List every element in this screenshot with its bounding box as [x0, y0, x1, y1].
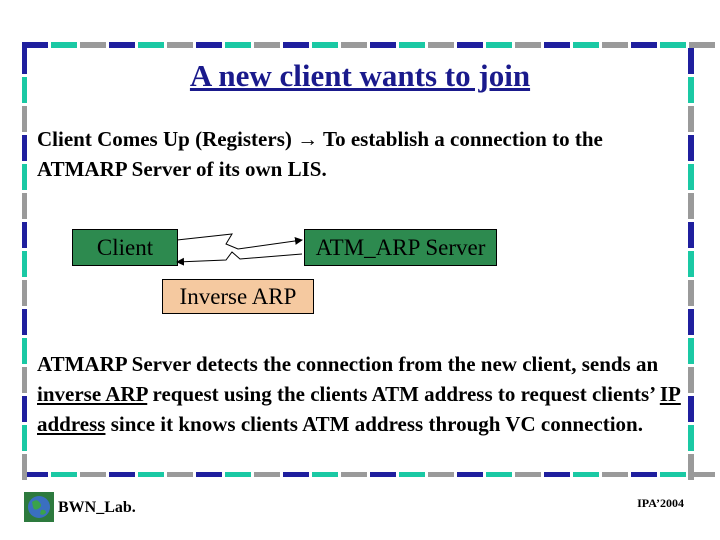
- border-segment: [457, 472, 483, 477]
- border-segment: [688, 367, 694, 393]
- border-segment: [22, 42, 48, 48]
- border-segment: [688, 338, 694, 364]
- border-segment: [457, 42, 483, 48]
- arrow-client-to-server: [176, 233, 303, 250]
- conference-label: IPA’2004: [637, 496, 684, 510]
- border-segment: [254, 42, 280, 48]
- border-segment: [80, 472, 106, 477]
- border-segment: [22, 135, 27, 161]
- border-segment: [22, 396, 27, 422]
- atm-arp-server-box: ATM_ARP Server: [304, 229, 497, 266]
- border-segment: [689, 472, 715, 477]
- border-segment: [22, 251, 27, 277]
- ip-address-term: IP address: [37, 382, 681, 436]
- client-box: Client: [72, 229, 178, 266]
- border-segment: [486, 472, 512, 477]
- border-segment: [80, 42, 106, 48]
- border-segment: [22, 338, 27, 364]
- border-segment: [341, 42, 367, 48]
- globe-logo-icon: [24, 492, 54, 522]
- border-segment: [22, 425, 27, 451]
- border-segment: [428, 472, 454, 477]
- intro-paragraph: Client Comes Up (Registers) → To establi…: [37, 124, 687, 184]
- border-segment: [196, 472, 222, 477]
- border-segment: [573, 42, 599, 48]
- border-segment: [22, 454, 27, 480]
- border-segment: [22, 309, 27, 335]
- border-segment: [688, 164, 694, 190]
- border-segment: [688, 280, 694, 306]
- border-segment: [225, 472, 251, 477]
- border-segment: [138, 472, 164, 477]
- border-segment: [370, 472, 396, 477]
- body-text-2: request using the clients ATM address to…: [147, 382, 660, 406]
- border-segment: [370, 42, 396, 48]
- border-segment: [22, 106, 27, 132]
- border-segment: [486, 42, 512, 48]
- border-segment: [688, 106, 694, 132]
- border-segment: [312, 472, 338, 477]
- border-segment: [573, 472, 599, 477]
- border-segment: [660, 42, 686, 48]
- border-segment: [688, 425, 694, 451]
- border-segment: [399, 472, 425, 477]
- border-segment: [22, 472, 48, 477]
- border-segment: [22, 164, 27, 190]
- inverse-arp-term: inverse ARP: [37, 382, 148, 406]
- border-segment: [688, 193, 694, 219]
- border-segment: [602, 472, 628, 477]
- border-segment: [225, 42, 251, 48]
- border-segment: [167, 472, 193, 477]
- border-segment: [22, 193, 27, 219]
- border-segment: [341, 472, 367, 477]
- border-segment: [688, 309, 694, 335]
- border-segment: [51, 42, 77, 48]
- border-segment: [109, 472, 135, 477]
- arrow-icon: →: [297, 127, 319, 151]
- border-segment: [22, 77, 27, 103]
- border-segment: [167, 42, 193, 48]
- slide-title: A new client wants to join: [189, 58, 531, 93]
- border-segment: [515, 42, 541, 48]
- border-segment: [51, 472, 77, 477]
- border-segment: [22, 367, 27, 393]
- border-segment: [688, 251, 694, 277]
- border-segment: [688, 48, 694, 74]
- lab-label: BWN_Lab.: [58, 499, 136, 516]
- border-segment: [109, 42, 135, 48]
- border-segment: [688, 222, 694, 248]
- border-segment: [283, 472, 309, 477]
- border-segment: [138, 42, 164, 48]
- border-segment: [283, 42, 309, 48]
- border-segment: [544, 472, 570, 477]
- body-paragraph: ATMARP Server detects the connection fro…: [37, 349, 697, 439]
- border-segment: [515, 472, 541, 477]
- border-segment: [399, 42, 425, 48]
- body-text-3: since it knows clients ATM address throu…: [105, 412, 643, 436]
- border-segment: [688, 77, 694, 103]
- border-segment: [660, 472, 686, 477]
- border-segment: [428, 42, 454, 48]
- border-segment: [22, 222, 27, 248]
- inverse-arp-box: Inverse ARP: [162, 279, 314, 314]
- border-segment: [688, 135, 694, 161]
- arrow-server-to-client: [176, 251, 303, 266]
- intro-text-2: To establish a connection to the ATMARP …: [37, 127, 603, 181]
- border-segment: [544, 42, 570, 48]
- border-segment: [631, 42, 657, 48]
- border-segment: [688, 454, 694, 480]
- body-text-1: ATMARP Server detects the connection fro…: [37, 352, 659, 376]
- intro-text-1: Client Comes Up (Registers): [37, 127, 298, 151]
- border-segment: [254, 472, 280, 477]
- border-segment: [312, 42, 338, 48]
- border-segment: [688, 396, 694, 422]
- border-segment: [689, 42, 715, 48]
- border-segment: [631, 472, 657, 477]
- border-segment: [22, 280, 27, 306]
- border-segment: [602, 42, 628, 48]
- border-segment: [22, 48, 27, 74]
- border-segment: [196, 42, 222, 48]
